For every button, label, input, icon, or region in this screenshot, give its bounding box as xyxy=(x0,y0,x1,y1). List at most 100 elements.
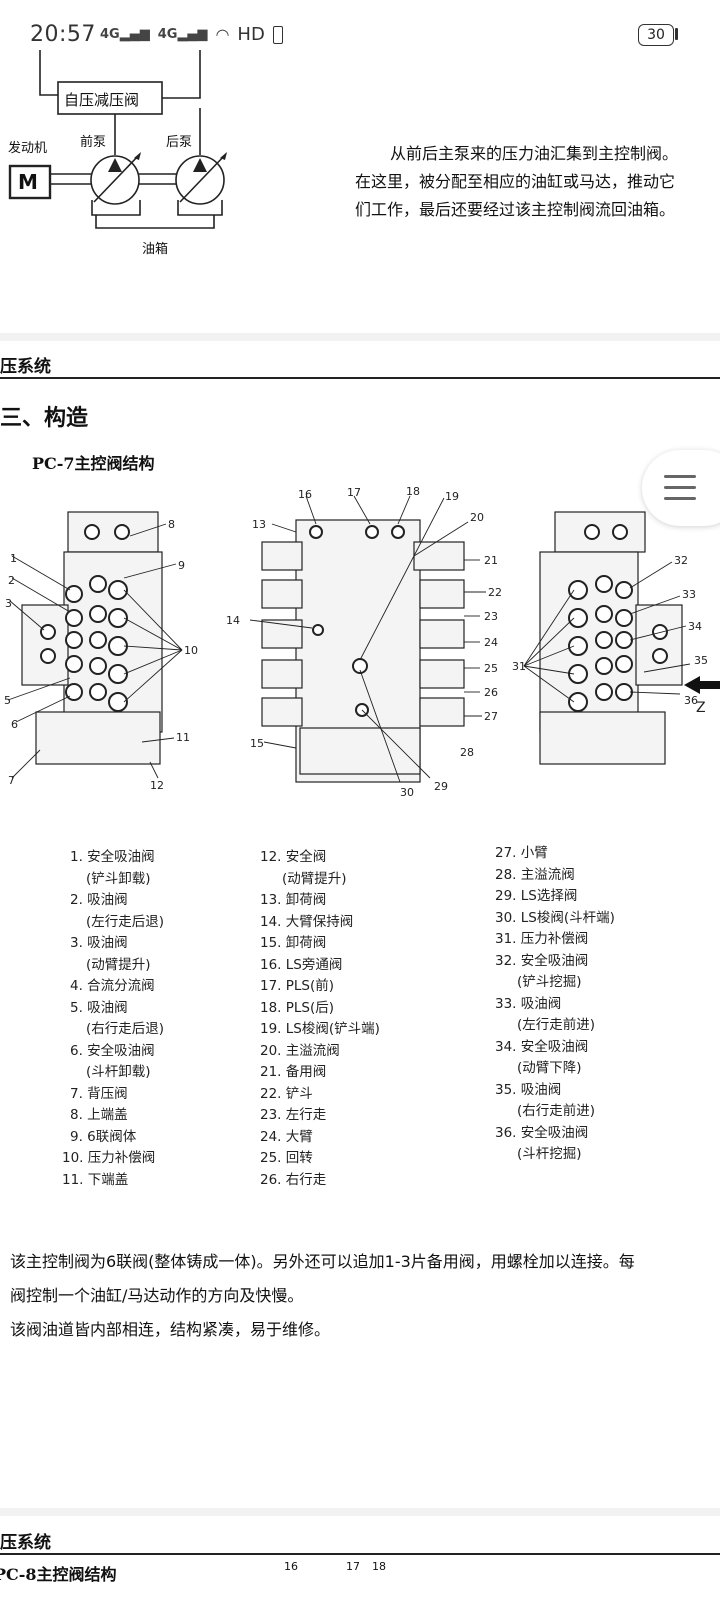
callout: 3 xyxy=(5,597,12,610)
legend-item: 13. 卸荷阀 xyxy=(260,892,327,908)
status-time: 20:57 xyxy=(30,22,96,47)
legend-item: (动臂提升) xyxy=(282,870,347,887)
section-header-2: 压系统 xyxy=(0,1533,51,1553)
callout: 12 xyxy=(150,779,164,792)
callout: 25 xyxy=(484,662,498,675)
legend-item: (动臂提升) xyxy=(86,956,151,973)
valve-label: 自压减压阀 xyxy=(64,91,140,109)
callout: 21 xyxy=(484,554,498,567)
callout: 26 xyxy=(484,686,498,699)
page-separator xyxy=(0,333,720,341)
legend-item: (铲斗卸载) xyxy=(86,870,151,887)
legend-item: 31. 压力补偿阀 xyxy=(495,931,589,947)
callout: 36 xyxy=(684,694,698,707)
legend-item: 7. 背压阀 xyxy=(70,1085,128,1102)
callout: 22 xyxy=(488,586,502,599)
legend-column-2: 12. 安全阀 (动臂提升) 13. 卸荷阀 14. 大臂保持阀 15. 卸荷阀… xyxy=(260,847,380,1191)
callout: 34 xyxy=(688,620,702,633)
pump-diagram xyxy=(8,50,227,229)
callout: 20 xyxy=(470,511,484,524)
legend-item: 23. 左行走 xyxy=(260,1107,327,1123)
callout: 17 xyxy=(347,486,361,499)
hd-icon: HD xyxy=(237,24,265,45)
section-header: 压系统 xyxy=(0,357,51,377)
description-line-2: 阀控制一个油缸/马达动作的方向及快慢。 xyxy=(10,1286,304,1305)
wifi-icon: ◠ xyxy=(215,25,230,44)
legend-item: 2. 吸油阀 xyxy=(70,892,128,908)
legend-item: 28. 主溢流阀 xyxy=(495,866,575,883)
legend-item: 18. PLS(后) xyxy=(260,999,335,1016)
legend-column-3: 27. 小臂 28. 主溢流阀 29. LS选择阀 30. LS梭阀(斗杆端) … xyxy=(495,843,615,1166)
legend-item: 21. 备用阀 xyxy=(260,1064,327,1080)
legend-item: 5. 吸油阀 xyxy=(70,999,128,1016)
legend-item: 9. 6联阀体 xyxy=(70,1128,137,1145)
page-badge-tail xyxy=(675,28,678,40)
callout: 11 xyxy=(176,731,190,744)
legend-item: 27. 小臂 xyxy=(495,845,548,861)
front-pump-label: 前泵 xyxy=(80,135,107,150)
callout: 31 xyxy=(512,660,526,673)
figure-title: PC-7主控阀结构 xyxy=(32,454,155,473)
description-line-3: 该阀油道皆内部相连，结构紧凑，易于维修。 xyxy=(10,1320,331,1339)
menu-button[interactable] xyxy=(642,450,720,526)
legend-column-1: 1. 安全吸油阀 (铲斗卸载) 2. 吸油阀 (左行走后退) 3. 吸油阀 (动… xyxy=(62,847,164,1191)
legend-item: 26. 右行走 xyxy=(260,1171,327,1188)
header-rule xyxy=(0,377,720,379)
motor-symbol: M xyxy=(18,170,38,194)
page-number-badge[interactable]: 30 xyxy=(638,24,674,46)
legend-item: 33. 吸油阀 xyxy=(495,995,562,1012)
callout: 23 xyxy=(484,610,498,623)
callout: 24 xyxy=(484,636,498,649)
page-separator-2 xyxy=(0,1508,720,1516)
legend-item: 12. 安全阀 xyxy=(260,849,327,865)
legend-item: 30. LS梭阀(斗杆端) xyxy=(495,909,615,926)
tank-label: 油箱 xyxy=(142,242,169,257)
legend-item: 11. 下端盖 xyxy=(62,1171,129,1188)
legend-item: 8. 上端盖 xyxy=(70,1107,128,1123)
valve-figure xyxy=(7,495,720,783)
legend-item: 34. 安全吸油阀 xyxy=(495,1038,589,1055)
menu-icon-line xyxy=(664,486,696,489)
intro-line-2: 在这里，被分配至相应的油缸或马达，推动它 xyxy=(355,172,676,191)
legend-item: 25. 回转 xyxy=(260,1150,313,1166)
legend-item: 36. 安全吸油阀 xyxy=(495,1124,589,1141)
callout: 16 xyxy=(284,1560,298,1573)
callout: 2 xyxy=(8,574,15,587)
callout: 5 xyxy=(4,694,11,707)
intro-line-1: 从前后主泵来的压力油汇集到主控制阀。 xyxy=(390,144,679,163)
section-heading: 三、构造 xyxy=(0,406,89,431)
legend-item: 3. 吸油阀 xyxy=(70,935,128,951)
legend-item: 24. 大臂 xyxy=(260,1128,313,1145)
legend-item: 10. 压力补偿阀 xyxy=(62,1150,156,1166)
status-icons: 4G▂▄▆ 4G▂▄▆ ◠ HD xyxy=(100,24,283,45)
callout: 29 xyxy=(434,780,448,793)
description-line-1: 该主控制阀为6联阀(整体铸成一体)。另外还可以追加1-3片备用阀，用螺栓加以连接… xyxy=(10,1252,635,1271)
signal-icon: 4G▂▄▆ xyxy=(100,27,150,42)
battery-icon xyxy=(272,25,283,44)
callout: 6 xyxy=(11,718,18,731)
callout: 32 xyxy=(674,554,688,567)
callout: 28 xyxy=(460,746,474,759)
legend-item: 6. 安全吸油阀 xyxy=(70,1042,155,1059)
callout: 1 xyxy=(10,552,17,565)
legend-item: 35. 吸油阀 xyxy=(495,1081,562,1098)
callout: 27 xyxy=(484,710,498,723)
callout: 19 xyxy=(445,490,459,503)
legend-item: 19. LS梭阀(铲斗端) xyxy=(260,1021,380,1037)
legend-item: (右行走前进) xyxy=(517,1103,596,1119)
legend-item: 22. 铲斗 xyxy=(260,1085,313,1102)
legend-item: (斗杆卸载) xyxy=(86,1064,151,1080)
legend-item: (铲斗挖掘) xyxy=(517,974,582,990)
callout: 7 xyxy=(8,774,15,787)
callout: 13 xyxy=(252,518,266,531)
callout: 16 xyxy=(298,488,312,501)
legend-item: (左行走前进) xyxy=(517,1017,596,1033)
callout: 18 xyxy=(372,1560,386,1573)
header-rule-2 xyxy=(0,1553,720,1555)
legend-item: 14. 大臂保持阀 xyxy=(260,913,354,930)
intro-line-3: 们工作，最后还要经过该主控制阀流回油箱。 xyxy=(355,200,676,219)
callout: 18 xyxy=(406,485,420,498)
legend-item: 16. LS旁通阀 xyxy=(260,956,343,973)
callout: 10 xyxy=(184,644,198,657)
callout: 15 xyxy=(250,737,264,750)
